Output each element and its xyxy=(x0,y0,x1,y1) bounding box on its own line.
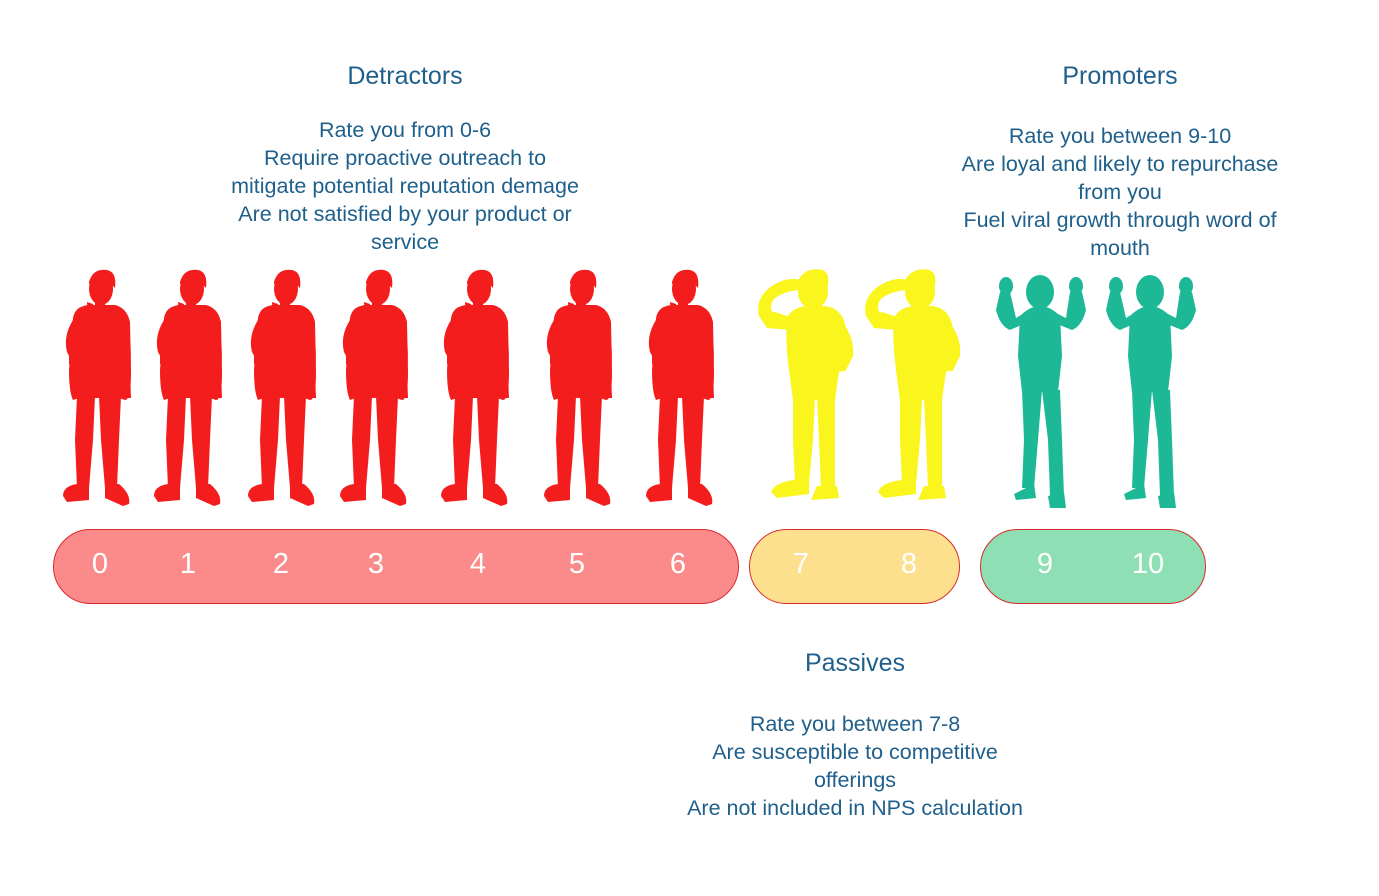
score-6: 6 xyxy=(669,548,687,580)
passives-description: Rate you between 7-8 Are susceptible to … xyxy=(640,710,1070,822)
person-thinking-icon xyxy=(441,269,509,506)
score-0: 0 xyxy=(91,548,109,580)
detractors-line: service xyxy=(370,230,440,254)
detractors-description: Rate you from 0-6 Require proactive outr… xyxy=(185,116,625,256)
score-7: 7 xyxy=(792,548,810,580)
score-1: 1 xyxy=(179,548,197,580)
passives-line: Are not included in NPS calculation xyxy=(687,796,1023,820)
promoters-line: mouth xyxy=(1090,236,1150,260)
person-thinking-icon xyxy=(646,269,714,506)
score-9: 9 xyxy=(1036,548,1054,580)
promoters-description: Rate you between 9-10 Are loyal and like… xyxy=(920,122,1320,262)
person-thinking-icon xyxy=(544,269,612,506)
promoters-line: Are loyal and likely to repurchase xyxy=(961,152,1279,176)
person-thinking-icon xyxy=(340,269,408,506)
passives-score-band xyxy=(749,529,960,604)
score-4: 4 xyxy=(469,548,487,580)
detractors-line: Are not satisfied by your product or xyxy=(238,202,572,226)
person-scratching-head-icon xyxy=(865,269,961,500)
passives-line: offerings xyxy=(813,768,897,792)
promoters-line: Rate you between 9-10 xyxy=(1008,124,1232,148)
person-cheering-icon xyxy=(996,275,1086,508)
detractors-line: Rate you from 0-6 xyxy=(318,118,492,142)
score-5: 5 xyxy=(568,548,586,580)
detractors-score-band xyxy=(53,529,739,604)
person-thinking-icon xyxy=(248,269,316,506)
promoters-line: from you xyxy=(1078,180,1162,204)
score-3: 3 xyxy=(367,548,385,580)
score-8: 8 xyxy=(900,548,918,580)
detractors-line: mitigate potential reputation demage xyxy=(231,174,579,198)
score-2: 2 xyxy=(272,548,290,580)
person-cheering-icon xyxy=(1106,275,1196,508)
promoters-score-band xyxy=(980,529,1206,604)
person-thinking-icon xyxy=(154,269,222,506)
passives-line: Rate you between 7-8 xyxy=(749,712,961,736)
detractors-title: Detractors xyxy=(347,62,463,90)
person-thinking-icon xyxy=(63,269,131,506)
detractors-line: Require proactive outreach to xyxy=(263,146,547,170)
promoters-title: Promoters xyxy=(1062,62,1178,90)
passives-title: Passives xyxy=(804,649,906,677)
score-10: 10 xyxy=(1131,548,1165,580)
promoters-line: Fuel viral growth through word of xyxy=(963,208,1277,232)
person-scratching-head-icon xyxy=(758,269,854,500)
passives-line: Are susceptible to competitive xyxy=(712,740,998,764)
